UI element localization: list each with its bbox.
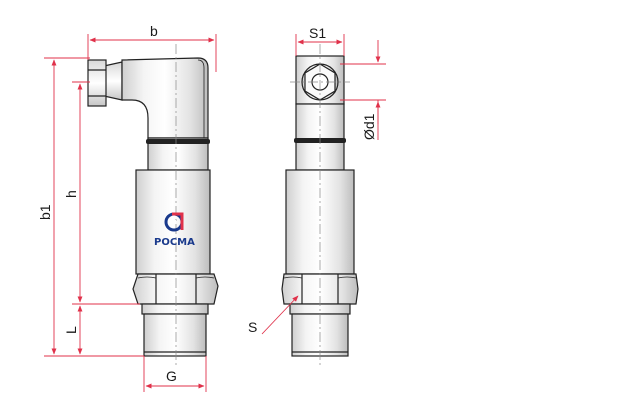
connector-body bbox=[121, 57, 209, 139]
connector-nut bbox=[87, 59, 107, 107]
side-view bbox=[281, 44, 359, 368]
hex-nut bbox=[132, 273, 219, 305]
side-hex-nut bbox=[281, 273, 359, 305]
label-b: b bbox=[150, 23, 158, 39]
label-L: L bbox=[63, 326, 79, 334]
front-view bbox=[87, 44, 219, 368]
label-G: G bbox=[166, 368, 177, 384]
thread-g bbox=[143, 313, 207, 357]
dimensions bbox=[44, 34, 386, 392]
label-S1: S1 bbox=[309, 25, 326, 41]
label-h: h bbox=[63, 190, 79, 198]
thread-collar bbox=[141, 303, 209, 315]
side-body bbox=[285, 169, 355, 275]
connector-cable-entry bbox=[103, 61, 123, 101]
label-S: S bbox=[248, 319, 257, 335]
label-b1: b1 bbox=[37, 204, 53, 220]
rosma-logo-icon bbox=[164, 212, 184, 232]
logo-text: РОСМА bbox=[154, 237, 195, 248]
dim-S-leader bbox=[261, 295, 299, 335]
o-ring bbox=[146, 139, 210, 144]
label-d1: Ød1 bbox=[361, 113, 377, 140]
